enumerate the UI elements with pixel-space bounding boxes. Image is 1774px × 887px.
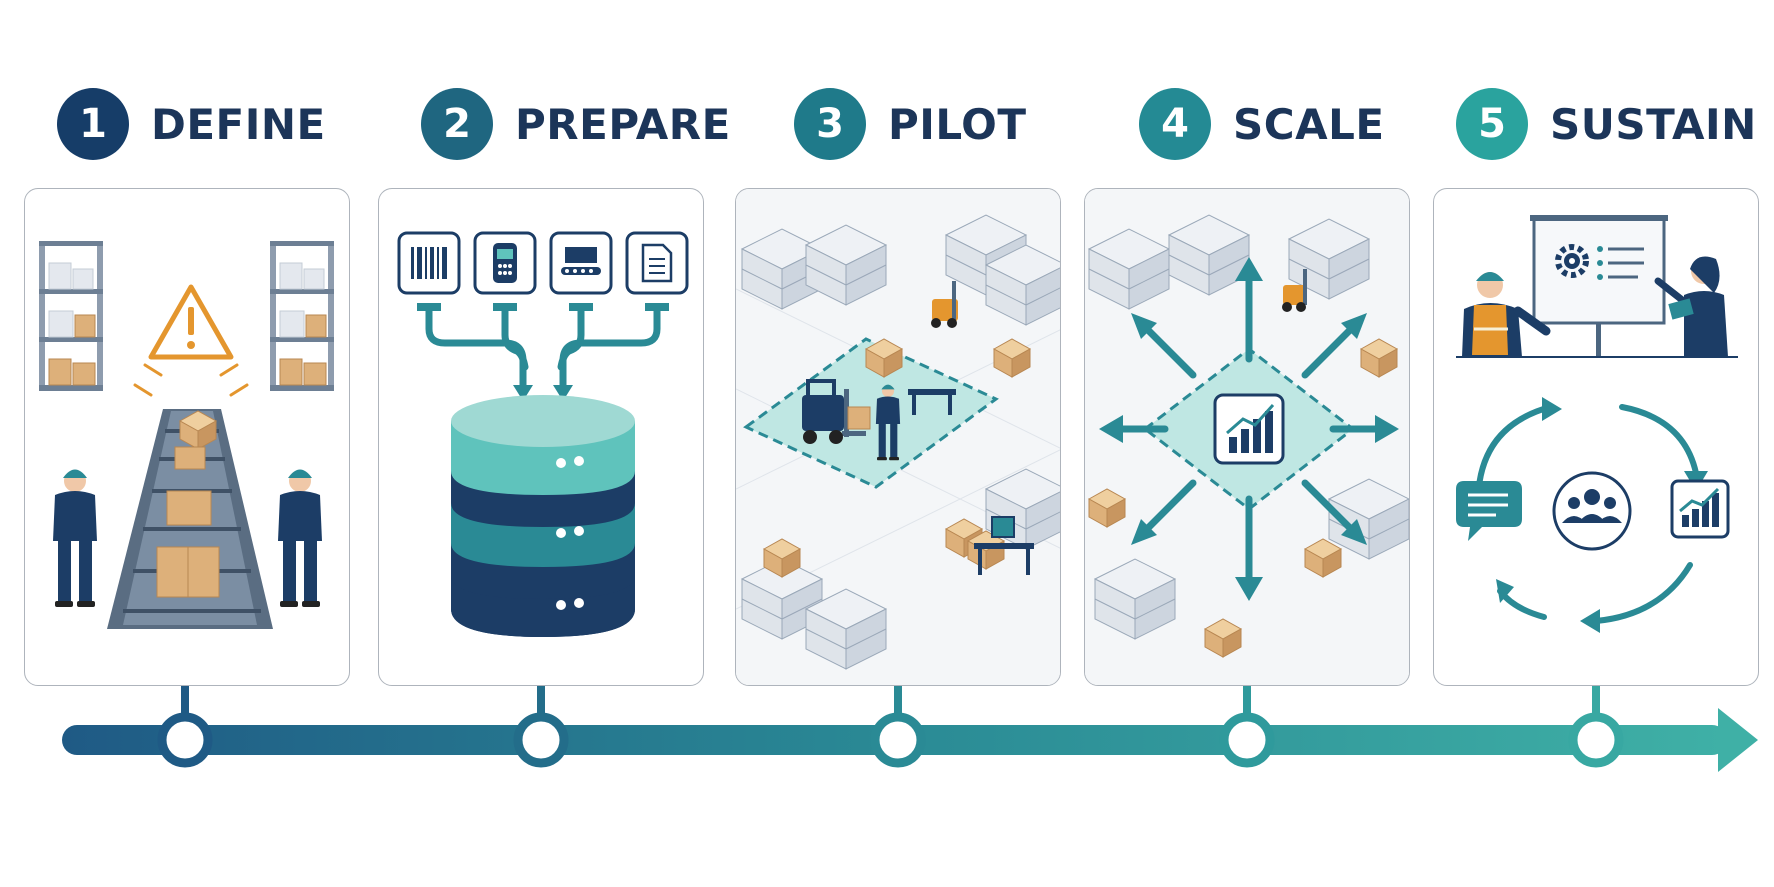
timeline-node-3 [875,717,921,763]
timeline-node-5 [1573,717,1619,763]
timeline-node-2 [518,717,564,763]
timeline-node-1 [162,717,208,763]
timeline-node-4 [1224,717,1270,763]
timeline-arrowhead [1718,708,1758,772]
